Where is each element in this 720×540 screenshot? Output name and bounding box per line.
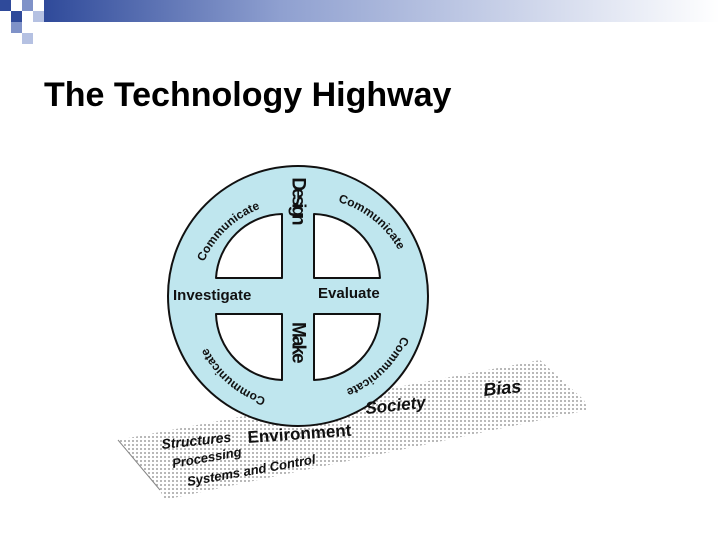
header-decoration <box>0 0 720 44</box>
design-label: Design <box>288 177 309 225</box>
deco-square <box>0 0 11 11</box>
evaluate-label: Evaluate <box>318 285 380 302</box>
deco-square <box>11 22 22 33</box>
make-label: Make <box>288 322 309 363</box>
slide-title: The Technology Highway <box>44 76 452 114</box>
header-gradient-bar <box>44 0 720 22</box>
wheel-hole-bottom-left <box>215 313 283 381</box>
bias-label: Bias <box>482 376 522 400</box>
deco-square <box>33 11 44 22</box>
deco-square <box>22 0 33 11</box>
wheel-hole-top-left <box>215 213 283 279</box>
structures-label: Structures <box>161 429 233 452</box>
deco-square <box>22 33 33 44</box>
wheel-hole-bottom-right <box>313 313 381 381</box>
wheel-hole-top-right <box>313 213 381 279</box>
road-surface <box>118 360 584 490</box>
road-front-edge <box>160 400 588 500</box>
wheel-disc <box>167 165 429 427</box>
investigate-label: Investigate <box>173 287 251 304</box>
deco-square <box>11 11 22 22</box>
road-edge-line <box>117 439 161 491</box>
